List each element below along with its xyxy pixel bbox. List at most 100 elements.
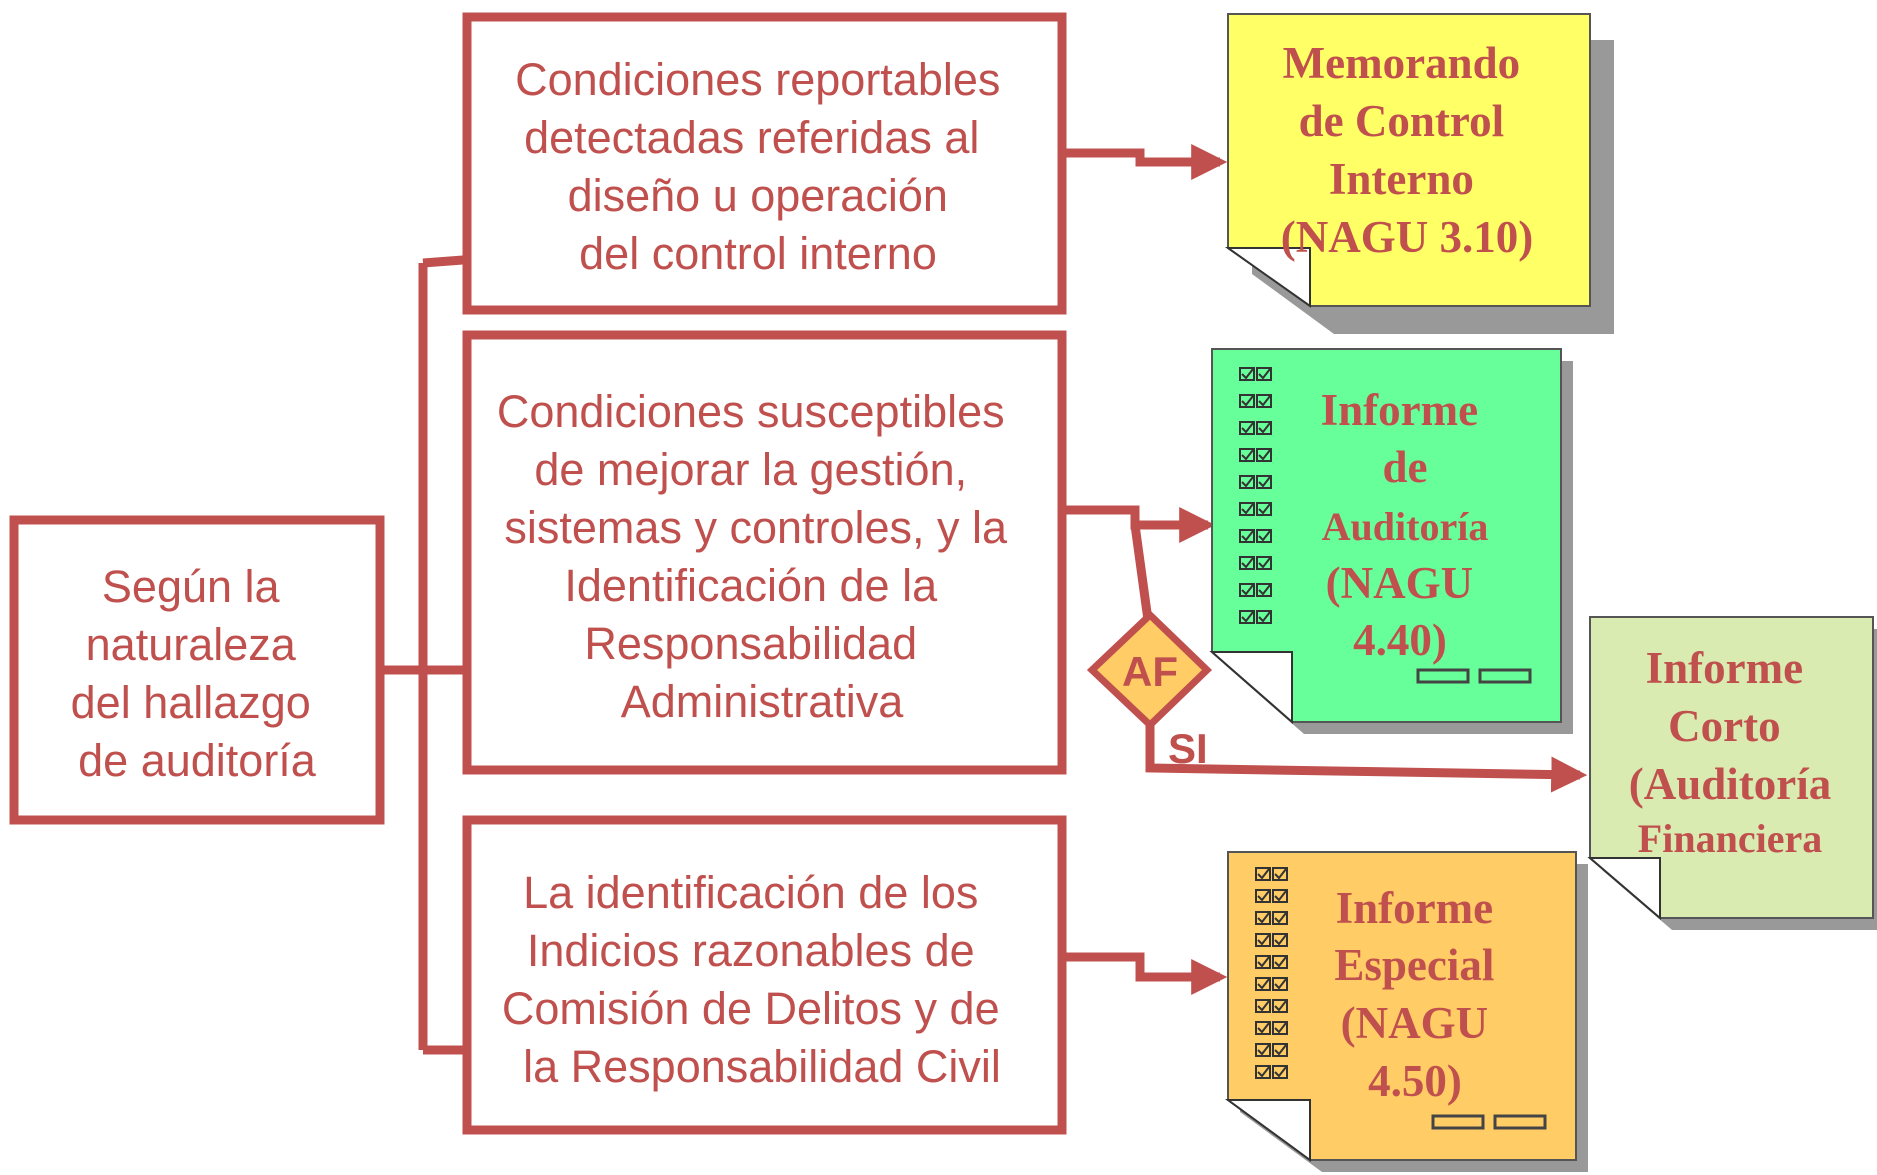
svg-text:(NAGU 4.40): (NAGU 4.40)	[1326, 558, 1485, 665]
memo-document: Memorando de Control Interno (NAGU 3.10)	[1224, 13, 1614, 334]
short-line-2: Corto	[1668, 701, 1780, 751]
checkmark-icon	[1274, 956, 1287, 968]
checkbox-icon	[1255, 1021, 1271, 1035]
checkbox-icon	[1256, 502, 1272, 516]
memo-line-3: Interno	[1329, 154, 1474, 204]
condition-box-crimes: La identificación de los Indicios razona…	[462, 815, 1067, 1135]
connectors	[380, 144, 1588, 1055]
root-line-2: naturaleza	[86, 619, 297, 670]
checkbox-icon	[1239, 475, 1255, 489]
condition-2-line-4: Identificación de la	[564, 560, 938, 611]
checkmark-icon	[1241, 449, 1254, 461]
decision-yes-label: SI	[1168, 725, 1208, 772]
audit-line-5: 4.40)	[1353, 615, 1447, 665]
condition-1-line-2: detectadas referidas al	[524, 112, 979, 163]
signature-line-icon	[1431, 1114, 1485, 1130]
memo-line-2: de Control	[1299, 96, 1504, 146]
special-line-2: Especial	[1334, 940, 1494, 990]
checkmark-icon	[1257, 912, 1270, 924]
checkmark-icon	[1257, 890, 1270, 902]
checkmark-icon	[1241, 584, 1254, 596]
audit-folded-corner	[1209, 651, 1293, 725]
checkmark-icon	[1257, 1044, 1270, 1056]
svg-text:La identificación de los: La identificación de los Indicios razona…	[502, 867, 1012, 1092]
checkbox-icon	[1239, 367, 1255, 381]
checkmark-icon	[1241, 503, 1254, 515]
audit-line-1: Informe	[1321, 385, 1478, 435]
checkbox-icon	[1256, 475, 1272, 489]
checkbox-icon	[1256, 448, 1272, 462]
short-folded-corner	[1587, 857, 1661, 921]
short-report-document: Informe Corto (Auditoría Financiera	[1587, 616, 1877, 930]
checkbox-icon	[1256, 394, 1272, 408]
checkbox-icon	[1272, 933, 1288, 947]
svg-text:Auditoría: Auditoría	[1322, 504, 1489, 549]
checkmark-icon	[1274, 868, 1287, 880]
bracket-to-condition-1	[422, 255, 464, 268]
checkmark-icon	[1257, 868, 1270, 880]
checkbox-icon	[1272, 1043, 1288, 1057]
checkbox-icon	[1272, 1065, 1288, 1079]
condition-2-to-audit-arrow	[1065, 505, 1216, 543]
checkbox-icon	[1255, 977, 1271, 991]
root-finding-box: Según la naturaleza del hallazgo de audi…	[9, 515, 385, 825]
checkbox-icon	[1272, 889, 1288, 903]
audit-line-3: Auditoría	[1322, 504, 1489, 549]
special-line-4: 4.50)	[1368, 1056, 1462, 1106]
checkbox-icon	[1272, 911, 1288, 925]
svg-text:Informe de: Informe de	[1321, 385, 1490, 492]
condition-1-line-3: diseño u operación	[568, 170, 948, 221]
signature-line-icon	[1478, 668, 1532, 684]
svg-text:Financiera: Financiera	[1638, 816, 1822, 861]
audit-report-document: Informe de Auditoría (NAGU 4.40)	[1209, 348, 1573, 734]
root-line-4: de auditoría	[78, 735, 317, 786]
audit-line-4: (NAGU	[1326, 558, 1473, 608]
condition-box-management: Condiciones susceptibles de mejorar la g…	[462, 330, 1067, 775]
checkmark-icon	[1241, 611, 1254, 623]
checkmark-icon	[1274, 1066, 1287, 1078]
checkbox-icon	[1256, 583, 1272, 597]
checkbox-icon	[1239, 610, 1255, 624]
short-line-1: Informe	[1646, 643, 1803, 693]
memo-folded-corner	[1224, 247, 1311, 308]
checklist-icon	[1255, 867, 1288, 1079]
checkbox-icon	[1272, 977, 1288, 991]
checkmark-icon	[1274, 890, 1287, 902]
root-line-1: Según la	[102, 561, 281, 612]
decision-to-short-report-arrow	[1145, 720, 1588, 793]
checkmark-icon	[1274, 1044, 1287, 1056]
checkbox-icon	[1239, 583, 1255, 597]
checkmark-icon	[1258, 476, 1271, 488]
short-line-4: Financiera	[1638, 816, 1822, 861]
svg-text:Informe Corto (Aud: Informe Corto (Auditoría	[1629, 643, 1832, 809]
signature-line-icon	[1493, 1114, 1547, 1130]
checkmark-icon	[1258, 395, 1271, 407]
checkmark-icon	[1258, 530, 1271, 542]
checkmark-icon	[1241, 368, 1254, 380]
checkbox-icon	[1255, 889, 1271, 903]
checkmark-icon	[1241, 395, 1254, 407]
checkmark-icon	[1241, 530, 1254, 542]
checkmark-icon	[1258, 611, 1271, 623]
checkmark-icon	[1274, 912, 1287, 924]
condition-1-line-1: Condiciones reportables	[515, 54, 1000, 105]
condition-3-line-3: Comisión de Delitos y de	[502, 983, 1000, 1034]
checkmark-icon	[1274, 1000, 1287, 1012]
checkmark-icon	[1274, 978, 1287, 990]
memo-line-4: (NAGU 3.10)	[1281, 212, 1533, 262]
audit-line-2: de	[1383, 442, 1428, 492]
checkbox-icon	[1256, 556, 1272, 570]
checkbox-icon	[1239, 394, 1255, 408]
special-report-document: Informe Especial (NAGU 4.50)	[1224, 851, 1588, 1172]
checkbox-icon	[1272, 1021, 1288, 1035]
svg-text:Condiciones susceptibles: Condiciones susceptibles de mejorar la g…	[497, 386, 1020, 727]
condition-1-to-memo-arrow	[1065, 144, 1228, 180]
checkbox-icon	[1239, 421, 1255, 435]
checkmark-icon	[1241, 557, 1254, 569]
checkbox-icon	[1256, 367, 1272, 381]
checkbox-icon	[1255, 933, 1271, 947]
condition-2-line-2: de mejorar la gestión,	[534, 444, 967, 495]
checkbox-icon	[1256, 421, 1272, 435]
checkbox-icon	[1239, 529, 1255, 543]
